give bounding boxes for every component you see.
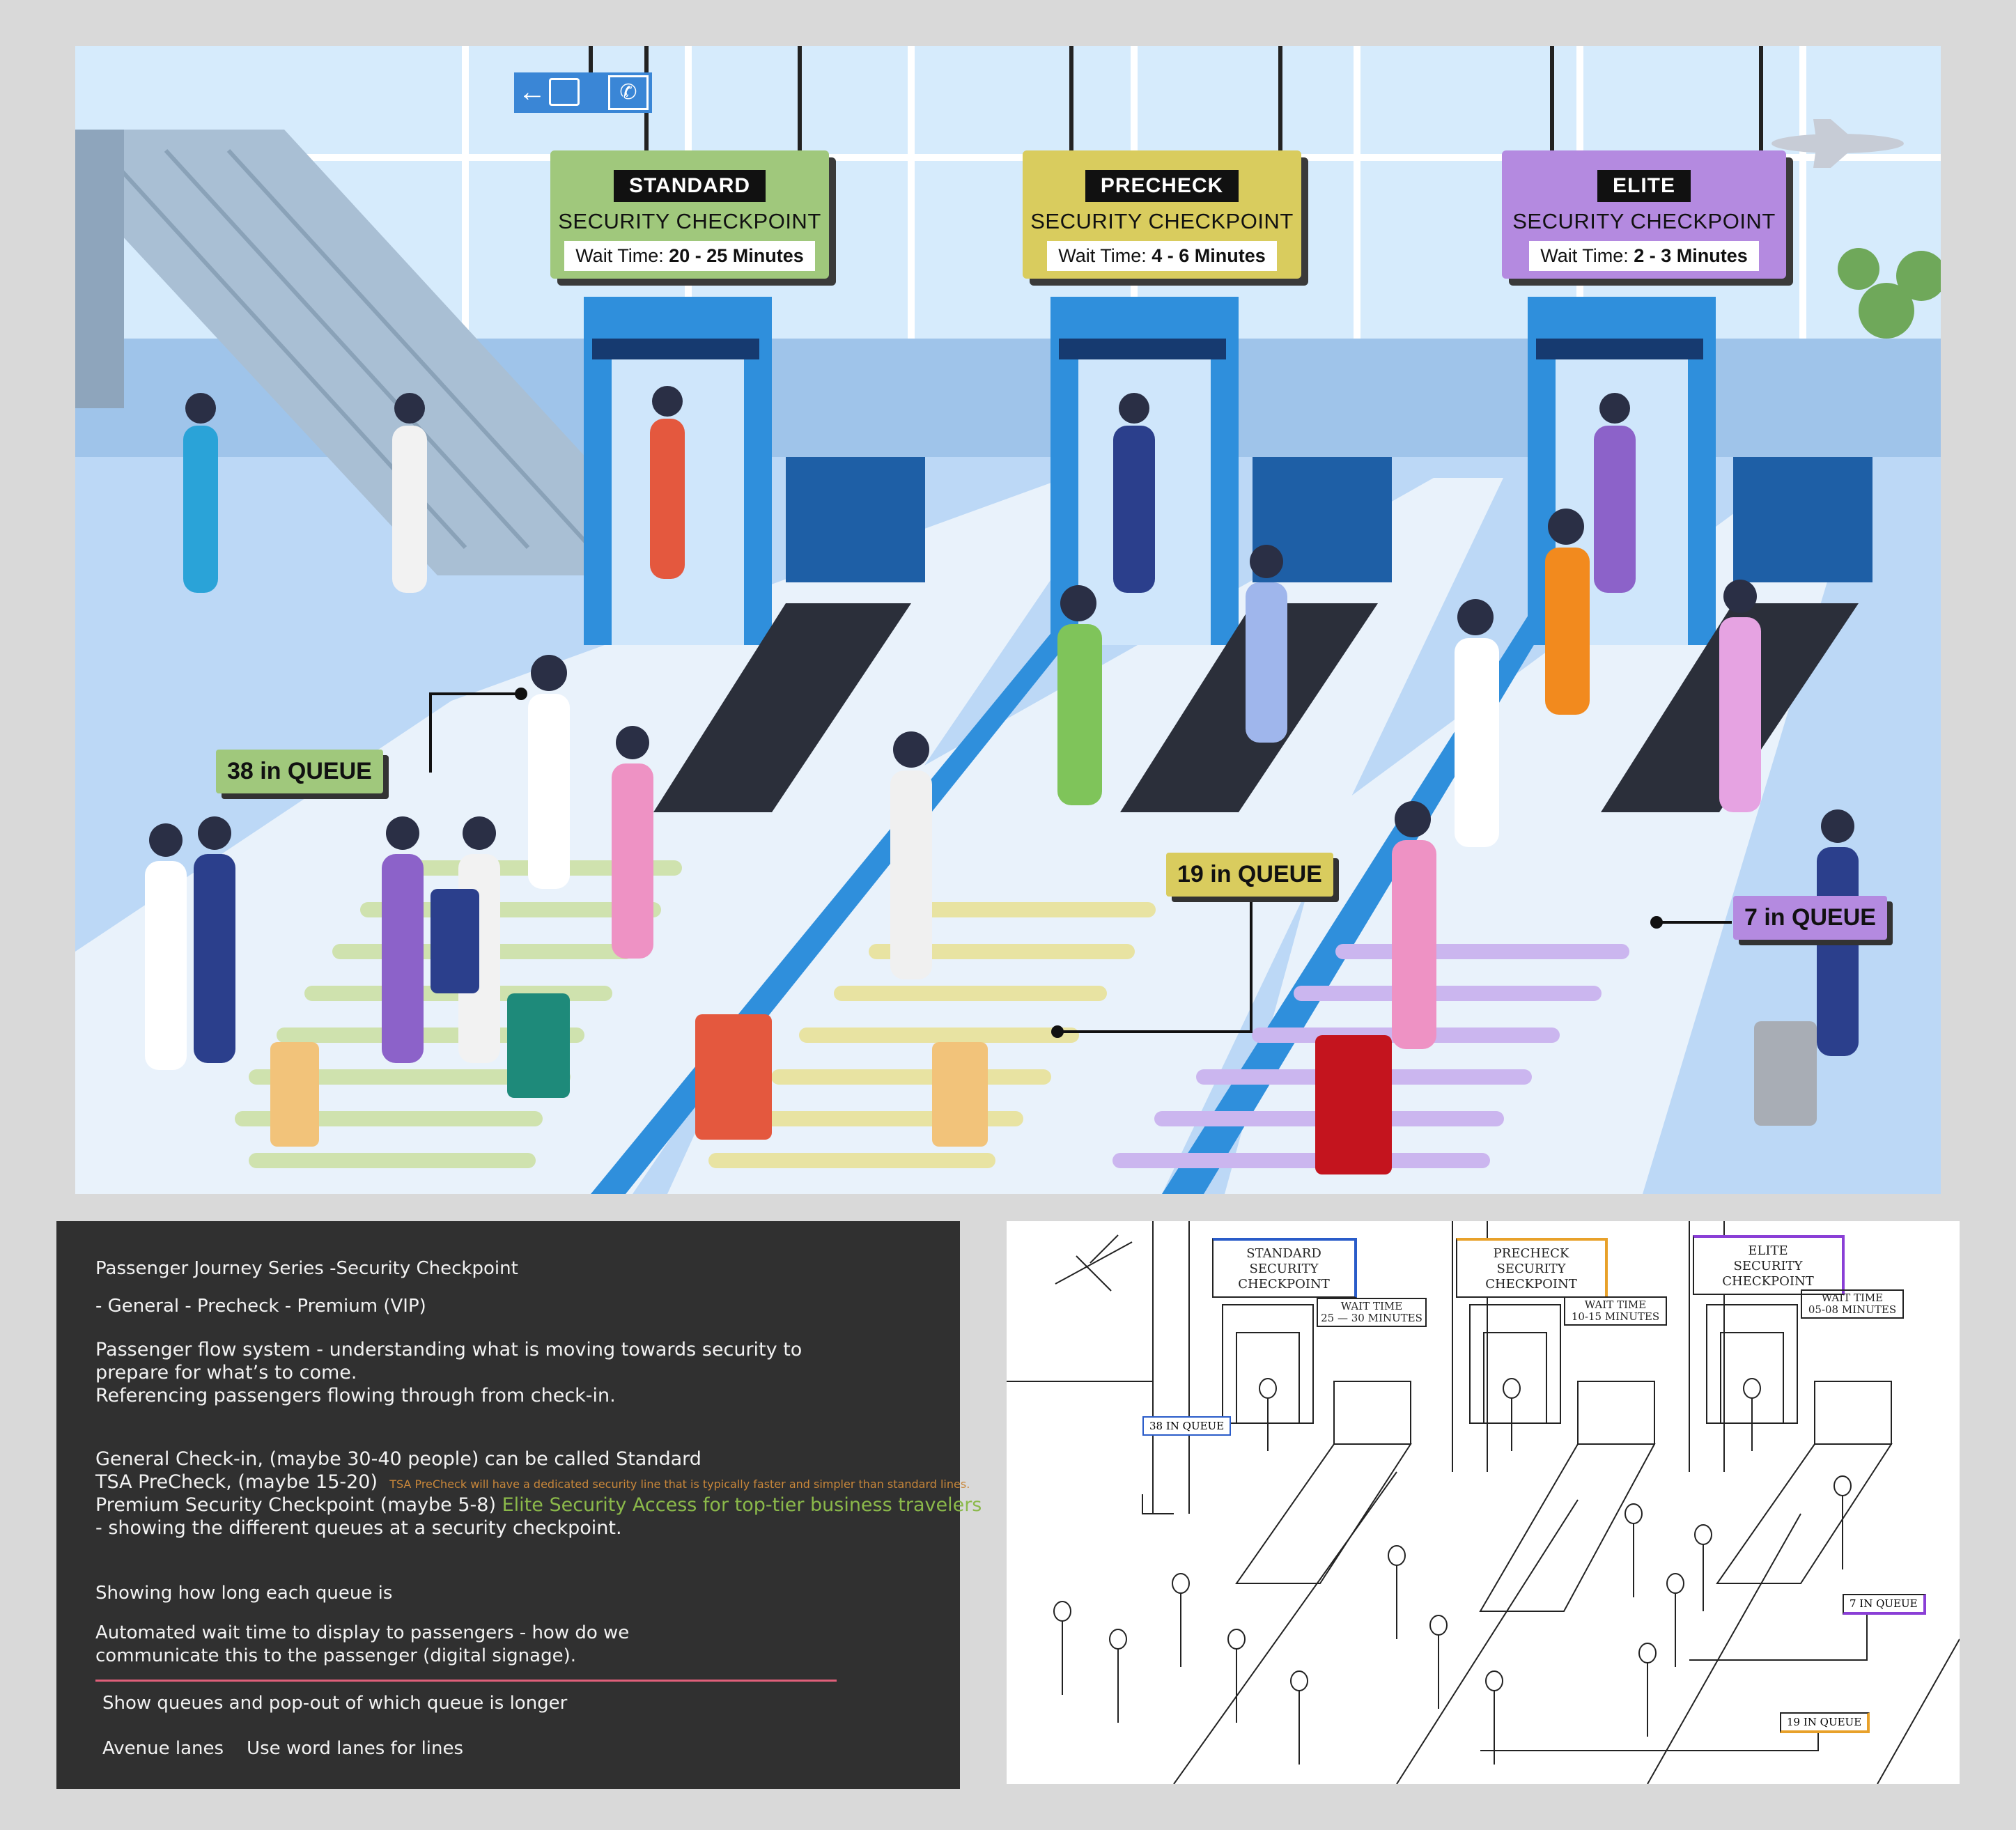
precheck-checkpoint-title: SECURITY CHECKPOINT xyxy=(1030,209,1294,233)
sketch-wait-line-1: WAIT TIME xyxy=(1584,1298,1647,1311)
sketch-standard-wait: WAIT TIME 25 — 30 MINUTES xyxy=(1317,1298,1427,1327)
elite-wait-time: Wait Time: 2 - 3 Minutes xyxy=(1529,241,1759,271)
plant-decoration xyxy=(1838,248,1941,339)
sketch-sign-line-1: STANDARD xyxy=(1246,1246,1321,1261)
sketch-airplane-icon xyxy=(1055,1234,1133,1292)
standard-tier-label: STANDARD xyxy=(613,170,766,202)
notes-precheck: TSA PreCheck, (maybe 15-20) TSA PreCheck… xyxy=(95,1471,970,1496)
premium-note: Elite Security Access for top-tier busin… xyxy=(502,1494,982,1516)
design-notes-panel: Passenger Journey Series -Security Check… xyxy=(56,1221,982,1789)
sketch-sign-line-2: SECURITY CHECKPOINT xyxy=(1722,1259,1814,1289)
sketch-sign-line-2: SECURITY CHECKPOINT xyxy=(1485,1262,1577,1292)
sketch-elite-sign: ELITE SECURITY CHECKPOINT xyxy=(1693,1235,1845,1295)
wayfinding-sign: ← ✆ xyxy=(514,72,652,113)
word-lanes: Use word lanes for lines xyxy=(247,1738,464,1759)
precheck-tier-label: PRECHECK xyxy=(1085,170,1239,202)
notes-queues: - showing the different queues at a secu… xyxy=(95,1517,622,1539)
notes-tiers: - General - Precheck - Premium (VIP) xyxy=(95,1296,426,1317)
notes-premium: Premium Security Checkpoint (maybe 5-8) … xyxy=(95,1494,982,1517)
notes-flow-1: Passenger flow system - understanding wh… xyxy=(95,1339,802,1360)
wait-value: 4 - 6 Minutes xyxy=(1152,245,1266,266)
sketch-figures xyxy=(1053,1378,1852,1765)
sketch-standard-sign: STANDARD SECURITY CHECKPOINT xyxy=(1212,1238,1357,1298)
sketch-wait-line-2: 05-08 MINUTES xyxy=(1808,1303,1897,1316)
wait-prefix: Wait Time: xyxy=(1540,245,1634,266)
notes-queue-length: Showing how long each queue is xyxy=(95,1583,393,1604)
xray-machines xyxy=(653,457,1872,812)
escalator-icon xyxy=(549,78,580,106)
elite-checkpoint-title: SECURITY CHECKPOINT xyxy=(1512,209,1776,233)
passenger-figures xyxy=(145,386,1859,1070)
standard-wait-time: Wait Time: 20 - 25 Minutes xyxy=(564,241,815,271)
elite-checkpoint-sign: ELITE SECURITY CHECKPOINT Wait Time: 2 -… xyxy=(1502,150,1786,279)
queue-callout-lines xyxy=(429,692,1732,1033)
sketch-sign-line-1: PRECHECK xyxy=(1493,1246,1569,1261)
wait-prefix: Wait Time: xyxy=(1058,245,1152,266)
notes-automated-2: communicate this to the passenger (digit… xyxy=(95,1645,576,1666)
sketch-sign-line-2: SECURITY CHECKPOINT xyxy=(1238,1262,1330,1292)
arrow-left-icon: ← xyxy=(518,77,546,107)
wait-prefix: Wait Time: xyxy=(575,245,669,266)
sketch-standard-queue: 38 IN QUEUE xyxy=(1142,1416,1232,1436)
sketch-elite-wait: WAIT TIME 05-08 MINUTES xyxy=(1801,1289,1904,1319)
precheck-checkpoint-sign: PRECHECK SECURITY CHECKPOINT Wait Time: … xyxy=(1023,150,1301,279)
notes-flow-2: prepare for what’s to come. xyxy=(95,1362,357,1383)
precheck-text: TSA PreCheck, (maybe 15-20) xyxy=(95,1471,378,1493)
elite-queue-count: 7 in QUEUE xyxy=(1733,896,1887,940)
sketch-precheck-queue: 19 IN QUEUE xyxy=(1780,1712,1870,1733)
luggage xyxy=(270,889,1817,1174)
precheck-wait-time: Wait Time: 4 - 6 Minutes xyxy=(1047,241,1277,271)
premium-text: Premium Security Checkpoint (maybe 5-8) xyxy=(95,1494,497,1516)
standard-queue-count: 38 in QUEUE xyxy=(216,750,383,793)
sketch-wait-line-2: 10-15 MINUTES xyxy=(1571,1310,1660,1323)
notes-lanes: Avenue lanes Use word lanes for lines xyxy=(102,1737,463,1760)
notes-automated-1: Automated wait time to display to passen… xyxy=(95,1622,630,1643)
wait-value: 20 - 25 Minutes xyxy=(669,245,804,266)
elite-tier-label: ELITE xyxy=(1597,170,1691,202)
sketch-wait-line-1: WAIT TIME xyxy=(1821,1292,1884,1304)
avenue-lanes: Avenue lanes xyxy=(102,1738,224,1759)
precheck-note: TSA PreCheck will have a dedicated secur… xyxy=(389,1478,970,1491)
sketch-precheck-sign: PRECHECK SECURITY CHECKPOINT xyxy=(1456,1238,1608,1298)
notes-title: Passenger Journey Series -Security Check… xyxy=(95,1258,518,1279)
notes-general: General Check-in, (maybe 30-40 people) c… xyxy=(95,1448,701,1470)
precheck-queue-count: 19 in QUEUE xyxy=(1166,853,1333,897)
phone-icon: ✆ xyxy=(608,75,649,110)
sketch-artwork xyxy=(1007,1221,1960,1784)
security-checkpoint-illustration: ← ✆ STANDARD SECURITY CHECKPOINT Wait Ti… xyxy=(75,46,1941,1194)
notes-flow-3: Referencing passengers flowing through f… xyxy=(95,1385,616,1406)
wait-value: 2 - 3 Minutes xyxy=(1634,245,1748,266)
sketch-precheck-wait: WAIT TIME 10-15 MINUTES xyxy=(1564,1296,1667,1326)
notes-divider xyxy=(95,1680,837,1682)
standard-checkpoint-title: SECURITY CHECKPOINT xyxy=(558,209,821,233)
scene-artwork xyxy=(75,46,1941,1194)
sketch-elite-queue: 7 IN QUEUE xyxy=(1843,1594,1926,1615)
notes-popout: Show queues and pop-out of which queue i… xyxy=(102,1693,568,1714)
pencil-sketch-panel: STANDARD SECURITY CHECKPOINT PRECHECK SE… xyxy=(1007,1221,1960,1784)
standard-checkpoint-sign: STANDARD SECURITY CHECKPOINT Wait Time: … xyxy=(550,150,829,279)
sketch-sign-line-1: ELITE xyxy=(1748,1243,1788,1258)
airplane-icon xyxy=(1771,119,1904,168)
sketch-wait-line-1: WAIT TIME xyxy=(1340,1300,1403,1312)
sketch-wait-line-2: 25 — 30 MINUTES xyxy=(1321,1312,1422,1324)
